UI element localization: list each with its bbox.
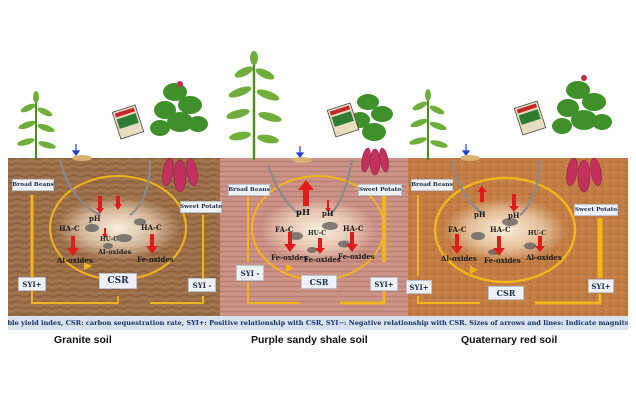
sweet-potato-label-1: Sweet Potato bbox=[180, 201, 222, 213]
straw-return-label-1: Straw return bbox=[58, 133, 105, 141]
sweet-potato-label-2: Sweet Potato bbox=[358, 184, 402, 196]
fa-c-label-3: FA-C bbox=[448, 225, 467, 234]
al-oxides-label-3b: Al-oxides bbox=[526, 253, 562, 262]
fertilizer-bag-1 bbox=[111, 104, 145, 140]
broad-bean-plant-3 bbox=[409, 89, 448, 160]
soil-title-purple: Purple sandy shale soil bbox=[251, 334, 368, 346]
straw-return-label-3: Straw return bbox=[458, 134, 505, 142]
ph-label-2a: pH bbox=[296, 208, 310, 218]
fe-oxides-label-3: Fe-oxides bbox=[484, 256, 521, 265]
syi-box-1-right: SYI - bbox=[188, 278, 216, 292]
csr-box-3: CSR bbox=[488, 286, 524, 300]
hu-c-label-2: HU-C bbox=[308, 230, 327, 237]
root-lines bbox=[58, 159, 542, 216]
ha-c-label-1b: HA-C bbox=[141, 223, 162, 232]
hu-c-label-3: HU-C bbox=[528, 230, 547, 237]
straw-piles bbox=[72, 155, 480, 163]
ph-label-3b: pH bbox=[508, 211, 520, 220]
fe-oxides-label-2a: Fe-oxides bbox=[271, 253, 308, 262]
syi-box-2-left: SYI - bbox=[236, 265, 264, 281]
broad-beans-label-3: Broad Beans bbox=[411, 179, 453, 191]
soil-title-quaternary: Quaternary red soil bbox=[461, 334, 558, 346]
panel3-yellow-lines bbox=[417, 176, 603, 305]
fe-oxides-label-2c: Fe-oxides bbox=[338, 252, 375, 261]
syi-box-2-right: SYI+ bbox=[370, 277, 398, 291]
sweet-potato-plant-1 bbox=[150, 81, 208, 193]
loop-arrowheads bbox=[84, 262, 478, 274]
al-oxides-label-3a: Al-oxides bbox=[441, 254, 477, 263]
csr-box-2: CSR bbox=[301, 275, 337, 289]
sweet-potato-plant-2 bbox=[350, 94, 393, 176]
broad-bean-plant-2 bbox=[226, 51, 282, 160]
ha-c-label-1a: HA-C bbox=[59, 224, 80, 233]
syi-box-3-left: SYI+ bbox=[406, 280, 432, 294]
effect-arrows bbox=[67, 180, 545, 256]
sweet-potato-plant-3 bbox=[552, 75, 612, 193]
fertilizer-bag-2 bbox=[326, 102, 360, 138]
broad-beans-label-1: Broad Beans bbox=[12, 179, 54, 191]
broad-bean-plant-1 bbox=[17, 91, 56, 160]
straw-return-label-2: Straw return bbox=[286, 138, 333, 146]
ha-c-label-3: HA-C bbox=[490, 225, 511, 234]
soil-title-granite: Granite soil bbox=[54, 334, 112, 346]
ph-label-2b: pH bbox=[322, 209, 334, 218]
fa-c-label-2: FA-C bbox=[275, 225, 294, 234]
hu-c-label-1: HU-C bbox=[100, 236, 119, 243]
fe-oxides-label-1: Fe-oxides bbox=[137, 255, 174, 264]
syi-box-1-left: SYI+ bbox=[18, 277, 46, 291]
ph-label-3a: pH bbox=[474, 210, 486, 219]
sweet-potato-label-3: Sweet Potato bbox=[574, 204, 618, 216]
legend-caption: SYI: sustainable yield index, CSR: carbo… bbox=[8, 316, 628, 330]
csr-box-1: CSR bbox=[99, 273, 137, 289]
fertilizer-bag-3 bbox=[513, 100, 547, 136]
al-oxides-label-1b: Al-oxides bbox=[98, 248, 132, 256]
syi-box-3-right: SYI+ bbox=[588, 279, 614, 293]
ha-c-label-2: HA-C bbox=[343, 224, 364, 233]
broad-beans-label-2: Broad Beans bbox=[228, 184, 270, 196]
ph-label-1: pH bbox=[89, 214, 101, 223]
al-oxides-label-1a: Al-oxides bbox=[57, 256, 93, 265]
straw-arrows bbox=[71, 144, 471, 158]
fe-oxides-label-2b: Fe-oxides bbox=[304, 255, 341, 264]
